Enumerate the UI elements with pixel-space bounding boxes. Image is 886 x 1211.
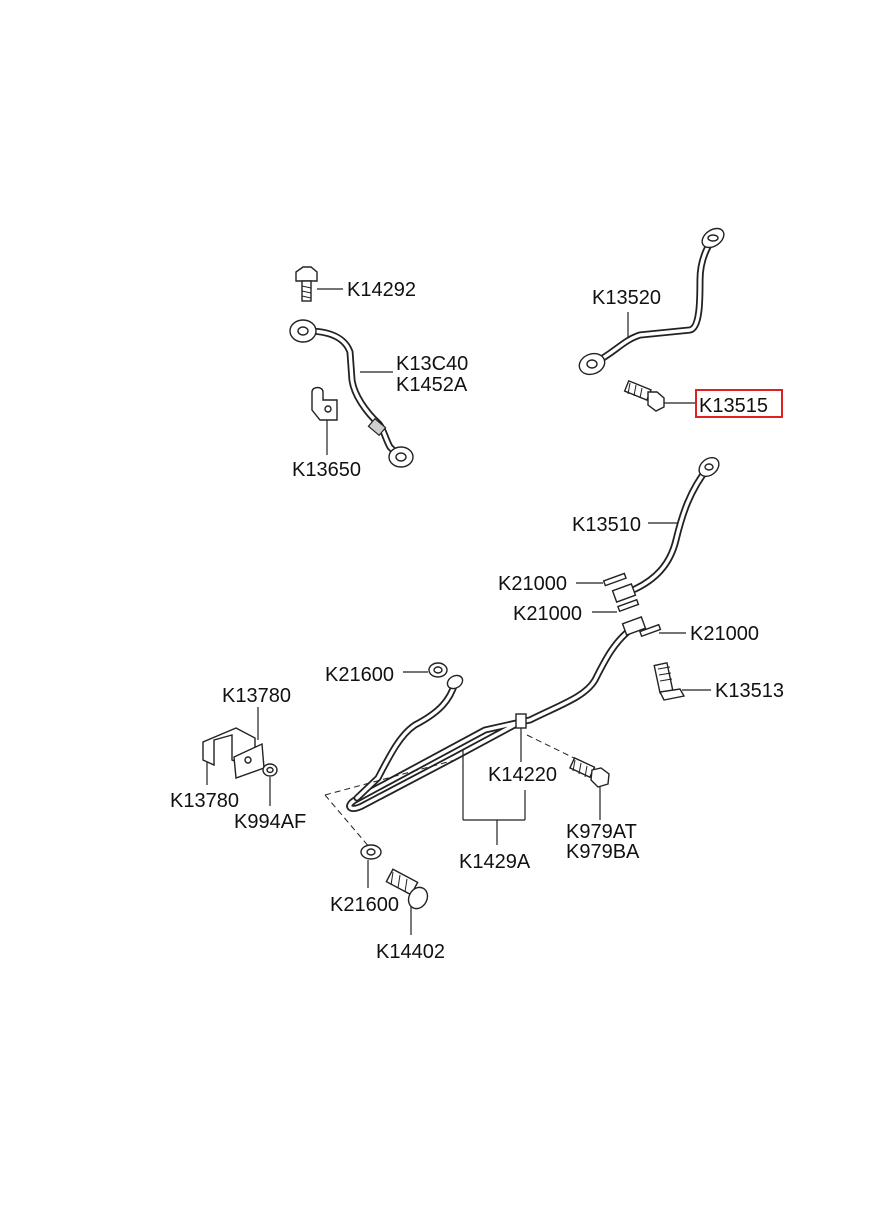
label-k14220[interactable]: K14220: [488, 764, 557, 786]
pipe-k1429a[interactable]: [346, 616, 647, 812]
bolt-k14402[interactable]: [385, 868, 431, 912]
bolt-k13513[interactable]: [653, 662, 686, 701]
nut-k994af[interactable]: [262, 763, 278, 777]
label-k13780-top[interactable]: K13780: [222, 685, 291, 707]
label-k14292[interactable]: K14292: [347, 279, 416, 301]
label-k979at[interactable]: K979AT: [566, 821, 637, 843]
label-k13780-bottom[interactable]: K13780: [170, 790, 239, 812]
label-k13520[interactable]: K13520: [592, 287, 661, 309]
pipe-k13510[interactable]: [611, 454, 723, 603]
label-k1452a[interactable]: K1452A: [396, 374, 468, 396]
highlight-box-k13515: [695, 389, 783, 418]
clamp-k13780[interactable]: [202, 727, 265, 779]
seal-k21000-c[interactable]: [639, 623, 662, 638]
label-k994af[interactable]: K994AF: [234, 811, 306, 833]
label-k13510[interactable]: K13510: [572, 514, 641, 536]
pipe-k13520[interactable]: [576, 225, 727, 378]
dash-k21600: [324, 794, 371, 849]
label-k13513[interactable]: K13513: [715, 680, 784, 702]
washer-k21600-bottom[interactable]: [360, 844, 382, 860]
label-k21600-top[interactable]: K21600: [325, 664, 394, 686]
bolt-k13515[interactable]: [623, 379, 665, 412]
dash-k979: [526, 734, 579, 761]
bolt-k14292[interactable]: [295, 266, 318, 302]
label-k13c40[interactable]: K13C40: [396, 353, 468, 375]
label-k21000-c[interactable]: K21000: [690, 623, 759, 645]
dash-k14402: [324, 759, 456, 796]
seal-k21000-b[interactable]: [617, 598, 640, 613]
pipe-k13c40[interactable]: [289, 319, 414, 468]
washer-k21600-top[interactable]: [428, 662, 448, 678]
label-k14402[interactable]: K14402: [376, 941, 445, 963]
label-k21600-bottom[interactable]: K21600: [330, 894, 399, 916]
label-k1429a[interactable]: K1429A: [459, 851, 531, 873]
label-k13650[interactable]: K13650: [292, 459, 361, 481]
bolt-k979[interactable]: [568, 756, 610, 788]
seal-k21000-a[interactable]: [602, 572, 627, 587]
label-k21000-b[interactable]: K21000: [513, 603, 582, 625]
clip-k13650[interactable]: [311, 386, 338, 421]
label-k21000-a[interactable]: K21000: [498, 573, 567, 595]
label-k979ba[interactable]: K979BA: [566, 841, 640, 863]
label-k13515[interactable]: K13515: [699, 395, 768, 417]
